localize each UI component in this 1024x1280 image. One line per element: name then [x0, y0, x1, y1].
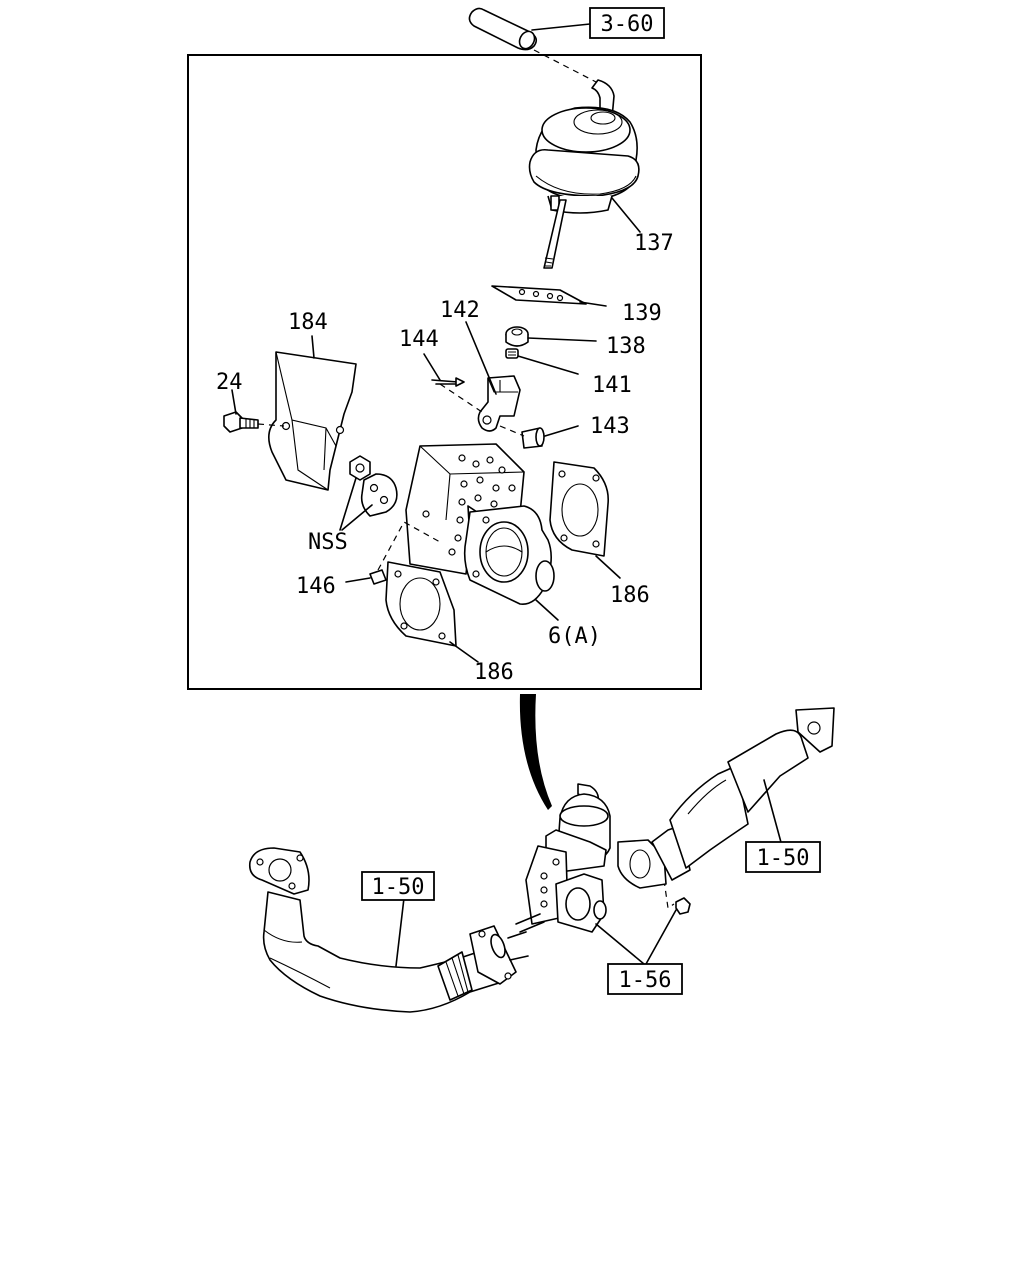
leader-1-56-b	[645, 909, 677, 965]
callout-142: 142	[440, 298, 480, 323]
ref-label-1-50-front: 1-50	[372, 875, 425, 900]
ref-box-1-50-rear-pipe[interactable]: 1-50	[745, 841, 821, 873]
lever-142	[477, 375, 521, 432]
callout-144: 144	[399, 327, 439, 352]
vacuum-hose	[468, 7, 538, 51]
leader-144	[423, 353, 441, 381]
callout-137: 137	[634, 231, 674, 256]
callout-186-bottom: 186	[474, 660, 514, 685]
callout-24: 24	[216, 370, 243, 395]
detail-frame	[187, 54, 702, 690]
leader-front-pipe	[395, 897, 405, 967]
leader-1-56-a	[595, 923, 645, 965]
bush-138	[505, 326, 529, 347]
heat-shield-184	[268, 351, 357, 491]
leader-nss-a	[339, 477, 357, 531]
callout-186-right: 186	[610, 583, 650, 608]
leader-186-bottom	[449, 641, 479, 663]
ref-box-1-50-front-pipe[interactable]: 1-50	[361, 871, 435, 901]
rear-exhaust-pipe	[617, 707, 835, 889]
vacuum-actuator-137	[528, 79, 640, 269]
leader-141	[517, 355, 579, 375]
leader-138	[527, 337, 597, 342]
callout-6a: 6(A)	[548, 624, 601, 649]
assembled-brake-valve	[515, 783, 611, 933]
pin-144	[431, 377, 483, 413]
leader-6a	[535, 599, 559, 621]
ref-box-3-60[interactable]: 3-60	[589, 7, 665, 39]
nut-141	[505, 348, 519, 359]
gasket-186-bottom	[385, 561, 457, 647]
gasket-186-right	[549, 461, 610, 557]
callout-146: 146	[296, 574, 336, 599]
gasket-139	[491, 285, 587, 305]
leader-143	[544, 425, 579, 437]
leader-142	[465, 321, 497, 395]
flange-nut	[663, 879, 691, 915]
leader-186-right	[595, 555, 621, 579]
leader-137	[611, 197, 641, 233]
callout-184: 184	[288, 310, 328, 335]
exhaust-brake-valve-body	[405, 443, 555, 605]
bolt-24	[223, 411, 285, 433]
ref-3-60-leader	[531, 23, 591, 31]
leader-139	[579, 301, 607, 307]
ref-label-1-50-rear: 1-50	[757, 846, 810, 871]
leader-rear-pipe	[763, 779, 783, 847]
callout-nss: NSS	[308, 530, 348, 555]
front-exhaust-pipe	[248, 847, 529, 1013]
pin-143	[499, 425, 545, 449]
callout-139: 139	[622, 301, 662, 326]
leader-nss-b	[341, 504, 373, 531]
callout-143: 143	[590, 414, 630, 439]
ref-box-1-56[interactable]: 1-56	[607, 963, 683, 995]
nut-nss	[349, 455, 371, 481]
detail-indicator-arrow	[519, 694, 552, 810]
leader-146	[345, 577, 371, 583]
clip-146	[369, 521, 441, 585]
leader-24	[231, 389, 237, 415]
ref-label-3-60: 3-60	[601, 12, 654, 37]
leader-184	[311, 335, 315, 359]
callout-138: 138	[606, 334, 646, 359]
ref-label-1-56: 1-56	[619, 968, 672, 993]
callout-141: 141	[592, 373, 632, 398]
